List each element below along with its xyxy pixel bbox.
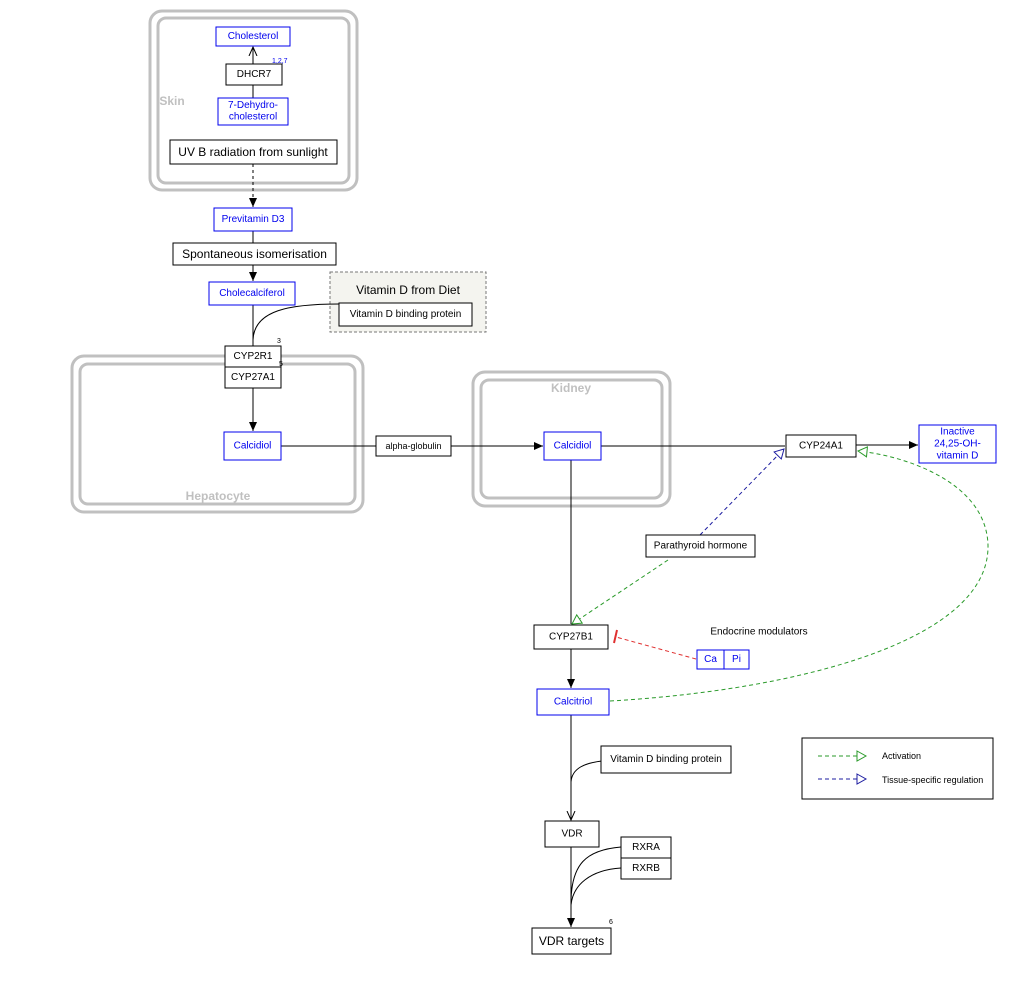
node-cyp27b1[interactable]: CYP27B1 [533, 624, 609, 650]
calcitriol-label: Calcitriol [554, 697, 592, 708]
cyp27a1-label: CYP27A1 [231, 372, 275, 383]
cyp2r1-label: CYP2R1 [234, 351, 273, 362]
inactive-label-1: Inactive [940, 427, 975, 438]
conversion-edges [253, 47, 918, 927]
cyp27b1-label: CYP27B1 [549, 632, 593, 643]
dehydrocholesterol-label-2: cholesterol [229, 112, 277, 123]
previtamin-d3-label: Previtamin D3 [222, 214, 285, 225]
vdr-label: VDR [561, 829, 582, 840]
node-vitamin-d-binding-protein[interactable]: Vitamin D binding protein [600, 745, 732, 774]
calcidiol-kidney-label: Calcidiol [554, 441, 592, 452]
node-cyp24a1[interactable]: CYP24A1 [785, 434, 857, 458]
node-calcitriol[interactable]: Calcitriol [536, 688, 610, 716]
hepatocyte-compartment: Hepatocyte [70, 354, 365, 514]
node-cyp2r1[interactable]: CYP2R1 3 5 [224, 338, 283, 368]
cholecalciferol-label: Cholecalciferol [219, 288, 285, 299]
node-vdr[interactable]: VDR [544, 820, 600, 848]
node-cholesterol[interactable]: Cholesterol [215, 26, 291, 47]
isomerisation-label: Spontaneous isomerisation [182, 247, 327, 261]
vdr-targets-ref: 6 [609, 919, 613, 926]
edge-pth-cyp27b1 [571, 559, 669, 625]
pi-label: Pi [732, 654, 741, 665]
dhcr7-label: DHCR7 [237, 69, 272, 80]
inactive-label-2: 24,25-OH- [934, 439, 981, 450]
node-inactive-vitamin-d[interactable]: Inactive 24,25-OH- vitamin D [918, 424, 997, 464]
vitamin-d-binding-protein-diet-label: Vitamin D binding protein [350, 309, 462, 320]
alpha-globulin-label: alpha-globulin [385, 441, 441, 451]
node-7-dehydrocholesterol[interactable]: 7-Dehydro- cholesterol [217, 97, 289, 126]
rxrb-label: RXRB [632, 863, 660, 874]
endocrine-modulators-label: Endocrine modulators [710, 627, 807, 638]
node-alpha-globulin[interactable]: alpha-globulin [375, 435, 452, 457]
ca-label: Ca [704, 654, 717, 665]
edge-rxra-merge [570, 846, 622, 901]
node-ca[interactable]: Ca [696, 649, 725, 670]
parathyroid-hormone-label: Parathyroid hormone [654, 541, 748, 552]
node-dhcr7[interactable]: DHCR7 1,2,7 [225, 58, 288, 86]
edge-ca-pi-cyp27b1 [615, 636, 697, 660]
dehydrocholesterol-label-1: 7-Dehydro- [228, 100, 278, 111]
node-rxra[interactable]: RXRA [620, 836, 672, 859]
rxra-label: RXRA [632, 842, 660, 853]
cyp24a1-label: CYP24A1 [799, 441, 843, 452]
dhcr7-ref: 1,2,7 [272, 58, 288, 65]
node-calcidiol-kidney[interactable]: Calcidiol [543, 431, 602, 461]
hepatocyte-label: Hepatocyte [186, 489, 251, 503]
node-calcidiol-liver[interactable]: Calcidiol [223, 431, 282, 461]
legend-activation-label: Activation [882, 751, 921, 761]
cyp2r1-ref-small: 5 [279, 361, 283, 368]
calcidiol-liver-label: Calcidiol [234, 441, 272, 452]
node-parathyroid-hormone[interactable]: Parathyroid hormone [645, 534, 756, 558]
node-cyp27a1[interactable]: CYP27A1 [224, 366, 282, 389]
node-pi[interactable]: Pi [723, 649, 750, 670]
legend: Activation Tissue-specific regulation [801, 737, 994, 800]
cyp2r1-ref: 3 [277, 338, 281, 345]
uvb-label: UV B radiation from sunlight [178, 145, 328, 159]
node-spontaneous-isomerisation[interactable]: Spontaneous isomerisation [172, 242, 337, 266]
edge-calcitriol-cyp24a1 [609, 446, 989, 702]
edge-binding-protein-merge [570, 760, 603, 783]
vitamin-d-binding-protein-label: Vitamin D binding protein [610, 754, 722, 765]
node-rxrb[interactable]: RXRB [620, 857, 672, 880]
edge-rxrb-merge [570, 867, 622, 906]
skin-label: Skin [159, 94, 184, 108]
node-vitamin-d-binding-protein-diet[interactable]: Vitamin D binding protein [338, 302, 473, 327]
node-vdr-targets[interactable]: VDR targets 6 [531, 919, 613, 955]
cholesterol-label: Cholesterol [228, 31, 279, 42]
node-previtamin-d3[interactable]: Previtamin D3 [213, 207, 293, 232]
edge-pth-cyp24a1 [699, 448, 785, 536]
vitamin-d-from-diet-label: Vitamin D from Diet [356, 283, 460, 297]
vdr-targets-label: VDR targets [539, 934, 604, 948]
kidney-label: Kidney [551, 381, 591, 395]
inactive-label-3: vitamin D [937, 451, 979, 462]
legend-tissue-label: Tissue-specific regulation [882, 775, 983, 785]
inhibition-bar [613, 629, 618, 644]
node-cholecalciferol[interactable]: Cholecalciferol [208, 281, 296, 306]
edge-diet-binding-merge [252, 303, 340, 341]
regulation-edges [571, 446, 989, 702]
node-uvb-radiation[interactable]: UV B radiation from sunlight [169, 139, 338, 165]
